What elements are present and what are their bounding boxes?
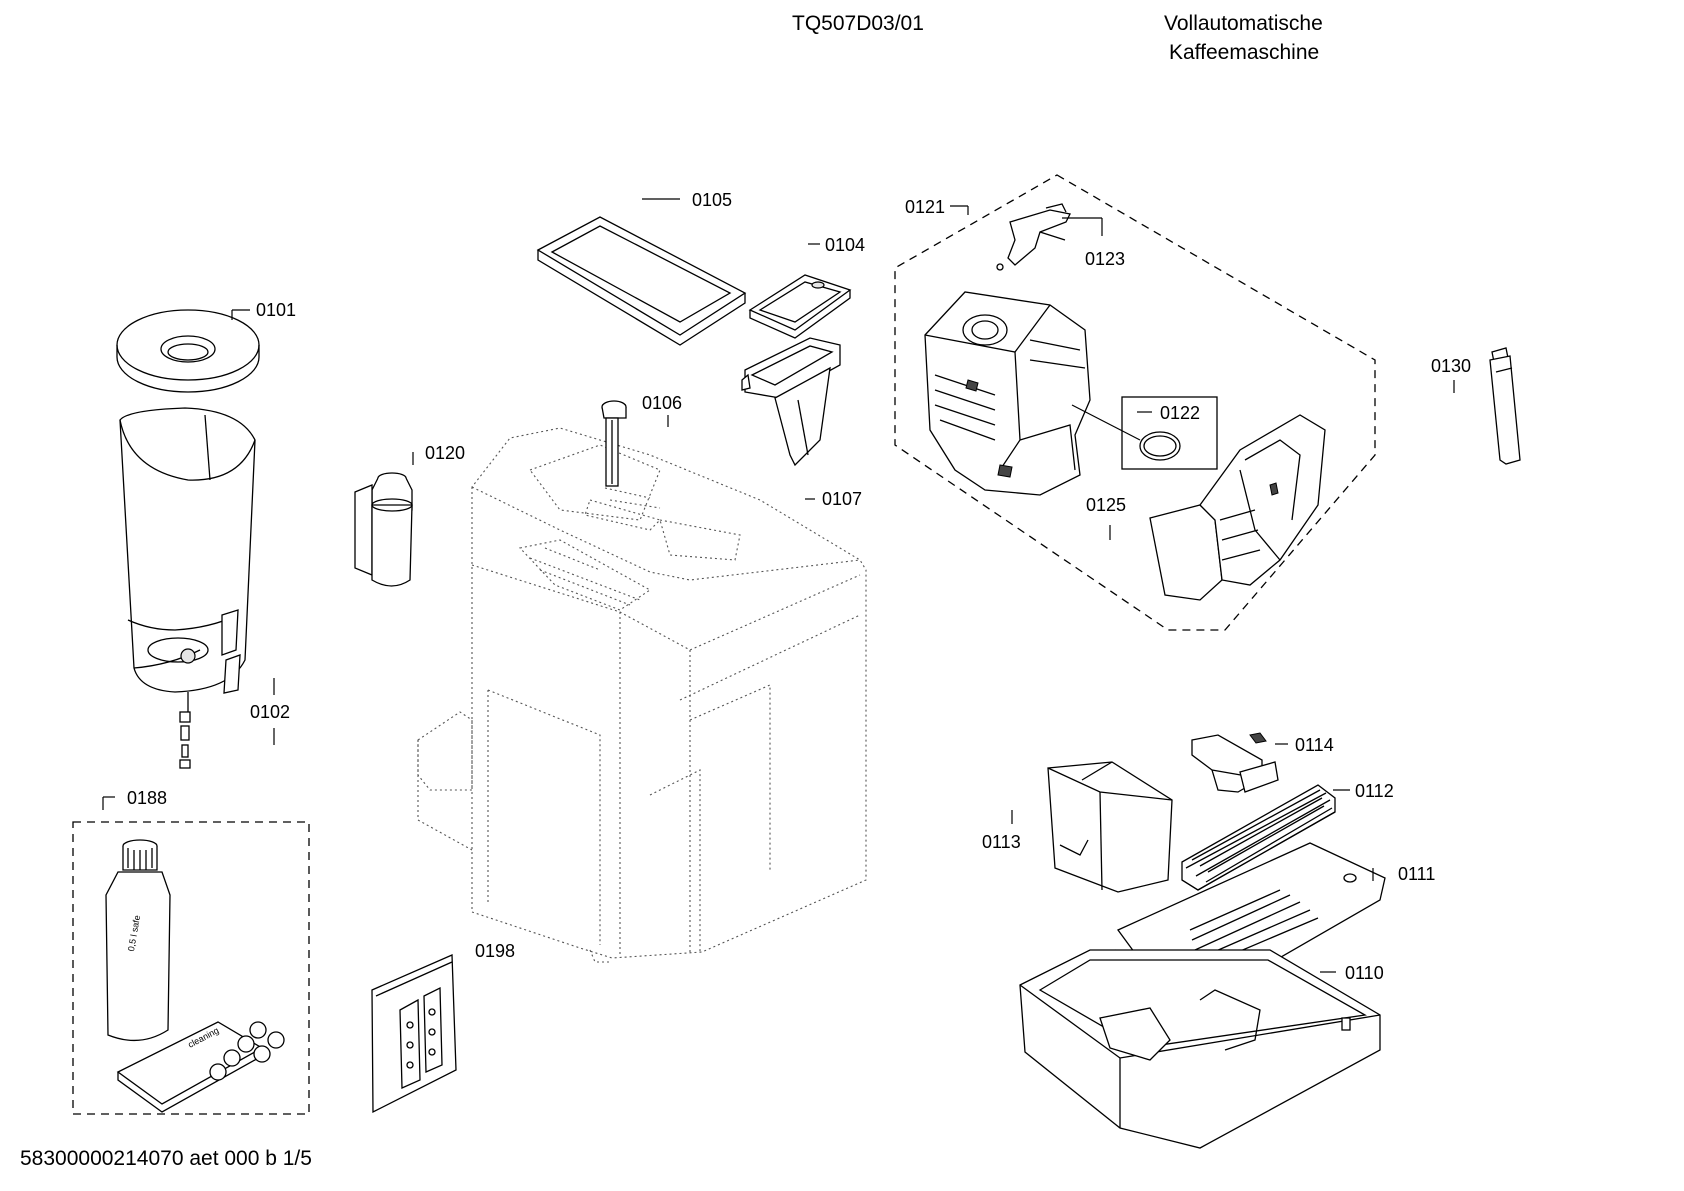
part-label-0113: 0113 [982, 832, 1021, 852]
brewing-unit-lever [996, 203, 1071, 271]
part-label-0105: 0105 [692, 190, 732, 210]
part-label-0106: 0106 [642, 393, 682, 413]
part-label-0120: 0120 [425, 443, 465, 463]
part-label-0107: 0107 [822, 489, 862, 509]
brewing-unit-cover [1149, 414, 1326, 601]
drip-tray-icon [1019, 949, 1381, 1149]
part-label-0114: 0114 [1295, 735, 1334, 755]
powder-funnel [741, 337, 841, 467]
tray-clip [1191, 732, 1279, 793]
part-label-0112: 0112 [1355, 781, 1394, 801]
document-id: 58300000214070 aet 000 b 1/5 [20, 1147, 312, 1170]
part-label-0123: 0123 [1085, 249, 1125, 269]
coffee-outlet [601, 400, 627, 487]
part-label-0198: 0198 [475, 941, 515, 961]
o-ring-callout-box [1121, 396, 1218, 470]
product-title-line2: Kaffeemaschine [1169, 41, 1320, 64]
top-cover-panel [536, 216, 747, 346]
sample-bag-icon [371, 954, 457, 1114]
part-label-0130: 0130 [1431, 356, 1471, 376]
product-title-line1: Vollautomatische [1164, 12, 1323, 35]
drip-tray-grid [1181, 784, 1336, 891]
bean-container-icon [119, 407, 256, 769]
care-kit-group-boundary [72, 821, 310, 1115]
brewing-unit-icon [924, 291, 1091, 496]
water-tank-lid [748, 274, 852, 339]
model-number: TQ507D03/01 [792, 12, 924, 35]
part-label-0122: 0122 [1160, 403, 1200, 423]
part-label-0121: 0121 [905, 197, 945, 217]
part-label-0104: 0104 [825, 235, 865, 255]
o-ring [1139, 431, 1181, 461]
brewing-unit-group-boundary [894, 174, 1376, 631]
care-kit-icon: 0,5 l safe cleaning [105, 839, 285, 1113]
water-filter-icon [354, 472, 413, 587]
bean-container-lid [116, 309, 260, 393]
part-label-0188: 0188 [127, 788, 167, 808]
machine-body-outline [417, 427, 867, 963]
grease-tube-icon [1489, 347, 1521, 465]
part-label-0111: 0111 [1398, 864, 1435, 884]
grounds-container [1047, 761, 1173, 893]
part-label-0102: 0102 [250, 702, 290, 722]
part-label-0110: 0110 [1345, 963, 1384, 983]
part-label-0125: 0125 [1086, 495, 1126, 515]
part-label-0101: 0101 [256, 300, 296, 320]
